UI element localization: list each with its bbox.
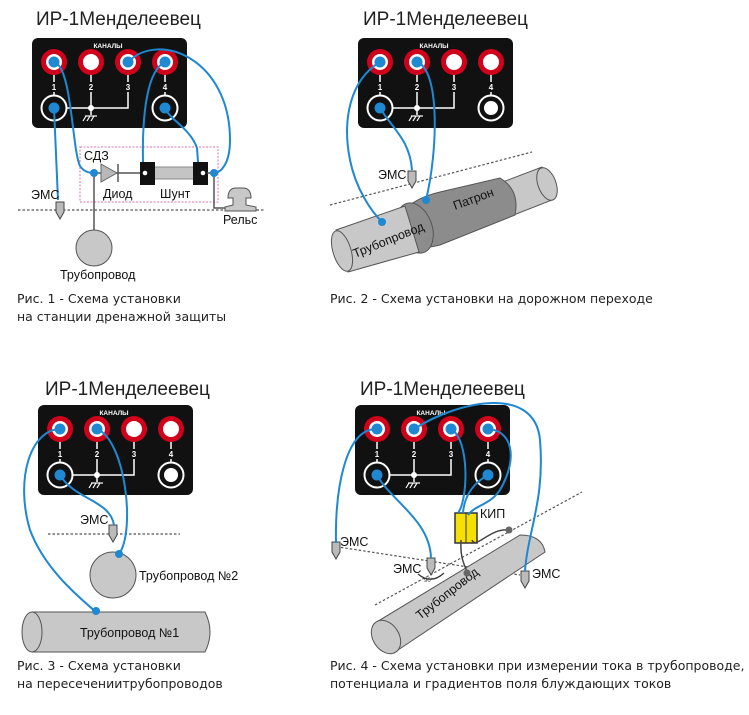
figure-3: ИР-1Менделеевец КАНАЛЫ 1 2 3 4 [0,360,320,715]
caption-line-1: Рис. 4 - Схема установки при измерении т… [330,658,745,673]
label-ems: ЭМС [80,513,108,527]
figure-caption: Рис. 1 - Схема установки на станции дрен… [17,290,226,326]
channel-2-label: 2 [95,450,100,459]
caption-line-2: потенциала и градиентов поля блуждающих … [330,676,672,691]
channel-3-label: 3 [132,450,137,459]
device-title: ИР-1Менделеевец [363,9,528,30]
ground-icon [88,482,103,489]
pipeline-near: Трубопровод [330,205,427,273]
caption-line-2: на пересечениитрубопроводов [17,676,223,691]
channel-3-label: 3 [452,83,457,92]
figure-3-diagram: КАНАЛЫ 1 2 3 4 [21,405,238,653]
device-title: ИР-1Менделеевец [360,379,525,400]
shunt-body [153,166,195,180]
socket-4-black[interactable] [477,94,505,122]
channels-label: КАНАЛЫ [99,410,128,417]
socket-3-red[interactable] [441,49,467,75]
wires [346,61,436,223]
wires [53,48,232,201]
ems-probe-center-icon [426,557,436,576]
wires [334,402,542,572]
label-ems-left: ЭМС [340,535,368,549]
ground-icon [408,115,423,122]
ems-probe-icon [108,524,118,543]
ground-icon [405,482,420,489]
ground-icon [82,115,97,122]
pipeline-1 [21,611,211,653]
caption-line-2: на станции дренажной защиты [17,309,227,324]
shunt-terminal-right [193,162,208,185]
ems-probe-right-icon [520,570,530,589]
figure-caption: Рис. 4 - Схема установки при измерении т… [330,657,744,693]
label-shunt: Шунт [160,187,191,201]
channels-label: КАНАЛЫ [93,43,122,50]
channel-1-label: 1 [58,450,63,459]
caption-line-1: Рис. 1 - Схема установки [17,291,181,306]
channel-2-label: 2 [412,450,417,459]
ems-probe-icon [55,201,65,220]
figure-1-diagram: КАНАЛЫ 1 2 3 4 [18,38,265,282]
channel-3-label: 3 [449,450,454,459]
label-sdz: СДЗ [84,149,109,163]
label-angle: 90° [424,578,434,584]
socket-3-red[interactable] [121,416,147,442]
pipeline-section [75,229,113,267]
channels-label: КАНАЛЫ [419,43,448,50]
diode-icon [100,163,119,183]
device-title: ИР-1Менделеевец [36,9,201,30]
channel-4-label: 4 [489,83,494,92]
figure-2: ИР-1Менделеевец КАНАЛЫ 1 2 3 4 [320,0,749,330]
socket-4-red[interactable] [158,416,184,442]
channel-3-label: 3 [126,83,131,92]
label-rail: Рельс [223,213,257,227]
channel-1-label: 1 [375,450,380,459]
device-title: ИР-1Менделеевец [45,379,210,400]
figure-caption: Рис. 3 - Схема установки на пересечениит… [17,657,223,693]
device-panel: КАНАЛЫ 1 2 3 4 [358,38,513,128]
label-pipeline-1: Трубопровод №1 [80,626,179,640]
ems-probe-left-icon [331,541,341,560]
pipeline-2-section [89,551,137,599]
figure-4-diagram: КАНАЛЫ 1 2 3 4 [331,402,583,655]
channels-label: КАНАЛЫ [416,410,445,417]
channel-2-label: 2 [89,83,94,92]
socket-4-red[interactable] [478,49,504,75]
label-kip: КИП [480,507,505,521]
rail-icon [224,187,257,212]
channel-4-label: 4 [486,450,491,459]
channel-1-label: 1 [52,83,57,92]
channel-2-label: 2 [415,83,420,92]
caption-line-1: Рис. 3 - Схема установки [17,658,181,673]
figure-2-diagram: КАНАЛЫ 1 2 3 4 [329,38,558,273]
figure-caption: Рис. 2 - Схема установки на дорожном пер… [330,290,653,308]
label-ems: ЭМС [31,188,59,202]
label-ems: ЭМС [378,168,406,182]
wires [23,428,129,613]
caption-line-1: Рис. 2 - Схема установки на дорожном пер… [330,291,653,306]
socket-2-red[interactable] [78,49,104,75]
label-pipeline: Трубопровод [60,268,136,282]
label-ems-right: ЭМС [532,567,560,581]
angle-arc-icon [417,572,445,580]
socket-4-black[interactable] [157,461,185,489]
sdz-boundary [79,146,219,203]
label-diode: Диод [103,187,133,201]
channel-4-label: 4 [169,450,174,459]
kip-box [454,512,513,577]
channel-4-label: 4 [163,83,168,92]
shunt-terminal-left [140,162,155,185]
perpendicular-line [374,491,583,606]
figure-1: ИР-1Менделеевец КАНАЛЫ 1 2 3 4 [0,0,320,330]
figure-4: ИР-1Менделеевец КАНАЛЫ 1 2 3 4 [320,360,749,715]
ems-probe-icon [407,170,417,189]
label-pipeline-2: Трубопровод №2 [139,569,238,583]
pipeline: Трубопровод [370,534,546,655]
label-ems-center: ЭМС [393,562,421,576]
channel-1-label: 1 [378,83,383,92]
device-panel: КАНАЛЫ 1 2 3 4 [355,405,510,495]
